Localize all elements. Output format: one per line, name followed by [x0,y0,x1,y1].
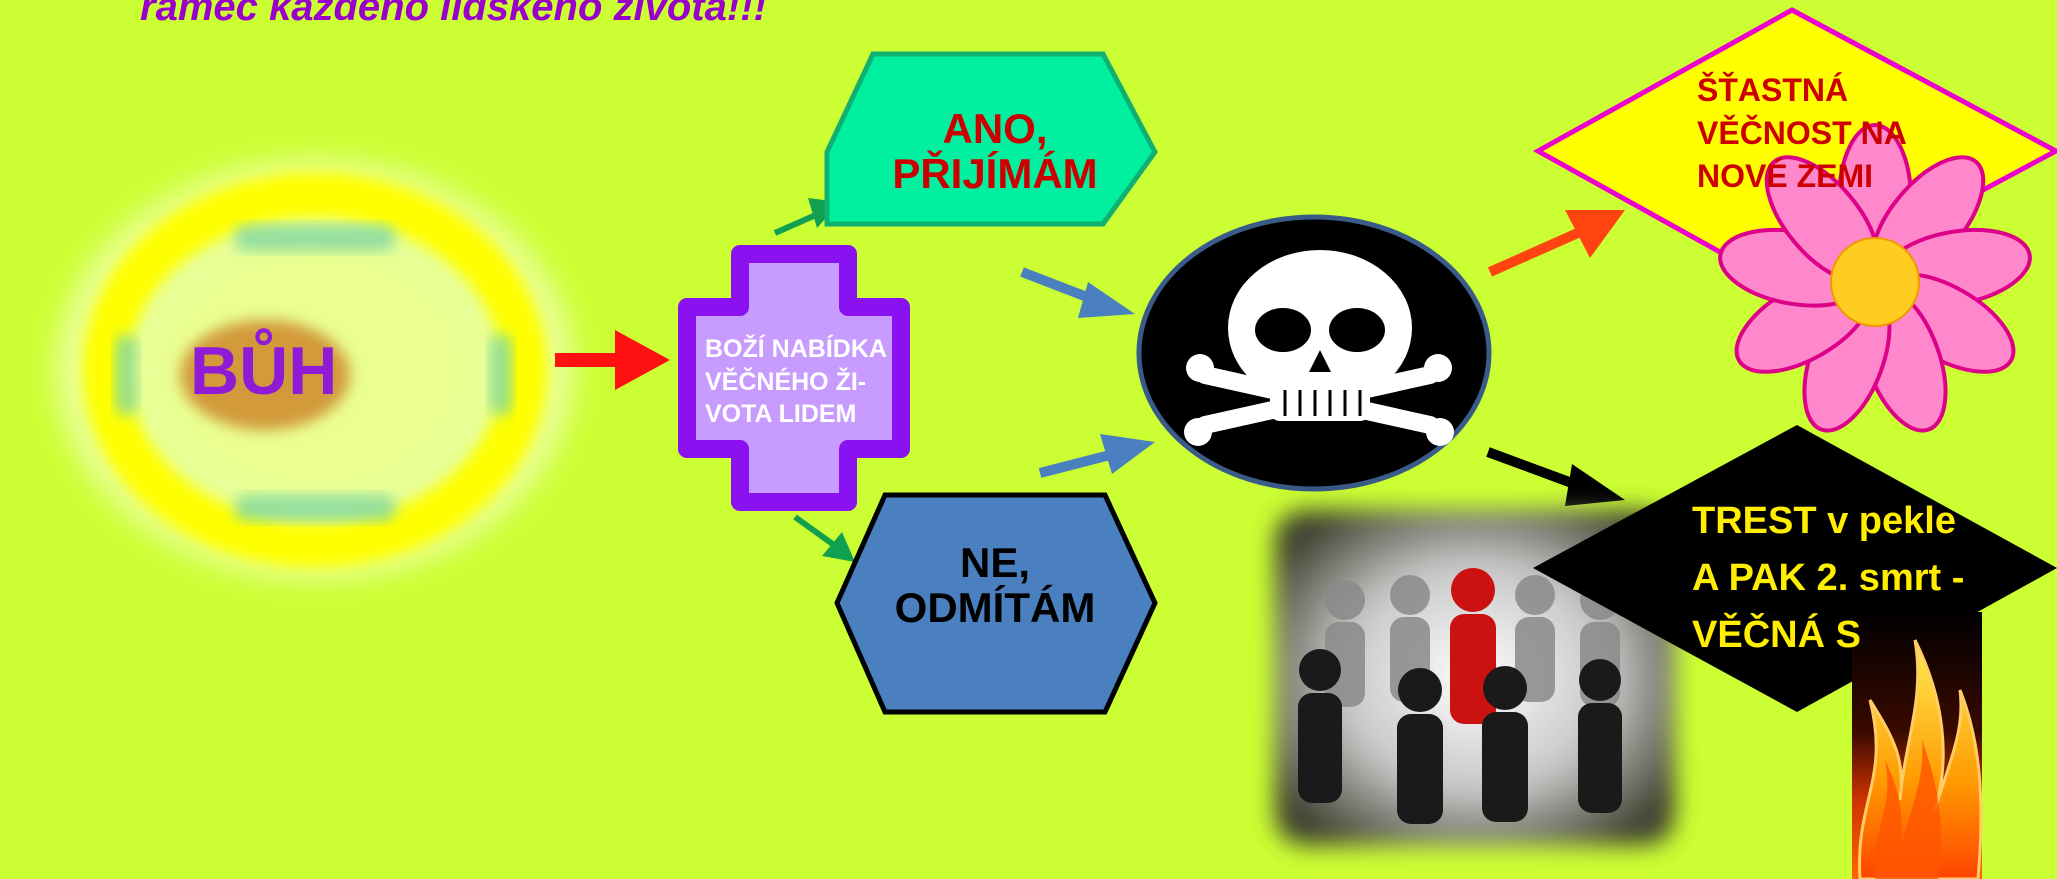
arrow-death-to-heaven [1487,210,1625,277]
arrow-reject-to-death [1038,434,1155,478]
page-title: rámec každého lidského života!!! [140,0,767,29]
arrow-offer-to-reject [793,514,855,562]
reject-hexagon [834,492,1158,715]
hell-label: TREST v pekle A PAK 2. smrt - VĚČNÁ S [1692,500,1965,656]
death-node [1136,214,1492,492]
crowd-people-icon [1275,510,1675,845]
reject-label: NE, ODMÍTÁM [894,539,1096,632]
accept-hexagon [824,51,1158,227]
god-halo [55,160,575,580]
flower-icon [1718,123,2032,433]
flames-icon [1852,612,1983,879]
offer-label: BOŽÍ NABÍDKA VĚČNÉHO ŽI- VOTA LIDEM [705,335,887,428]
heaven-label: ŠŤASTNÁ VĚČNOST NA NOVÉ ZEMI [1697,72,1907,195]
accept-label: ANO, PŘIJÍMÁM [892,105,1098,198]
skull-crossbones-icon [1184,250,1454,446]
arrow-death-to-hell [1486,447,1625,506]
god-label: BŮH [190,333,338,409]
arrow-accept-to-death [1020,267,1135,318]
offer-cross [678,245,910,511]
arrow-god-to-offer [555,330,670,390]
